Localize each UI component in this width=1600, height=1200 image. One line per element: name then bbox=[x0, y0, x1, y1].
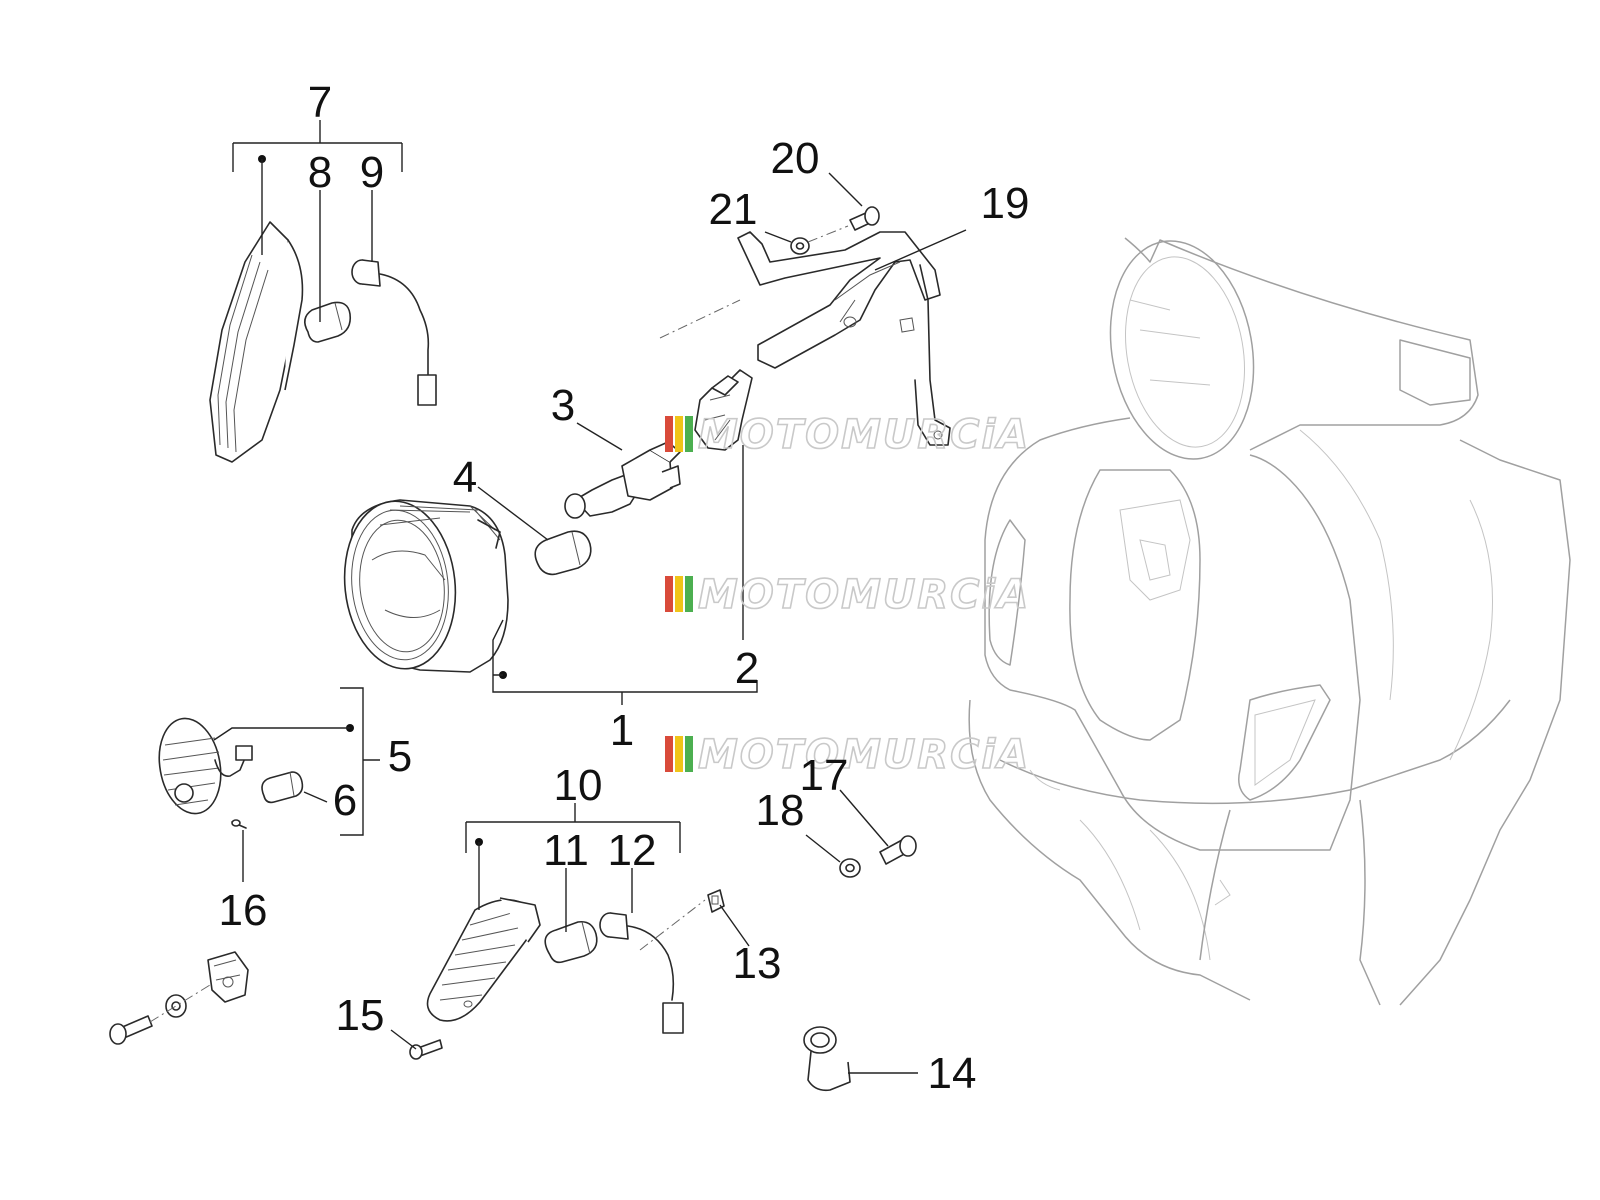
bulb-6 bbox=[261, 771, 304, 804]
turn-signal-lens-10 bbox=[426, 897, 541, 1022]
watermark-bottom: MOTOMURCiA bbox=[665, 731, 1030, 779]
screw-20 bbox=[849, 206, 880, 231]
callout-19: 19 bbox=[981, 179, 1030, 228]
callout-7: 7 bbox=[308, 78, 332, 127]
washer-21 bbox=[790, 237, 810, 255]
callout-10: 10 bbox=[554, 761, 603, 810]
watermark-middle: MOTOMURCiA bbox=[665, 571, 1030, 619]
bulb-8 bbox=[304, 301, 352, 343]
callout-15: 15 bbox=[336, 991, 385, 1040]
parking-bulb-4 bbox=[534, 530, 592, 576]
halogen-bulb-3 bbox=[564, 441, 681, 519]
reflector-5 bbox=[158, 717, 253, 815]
clip-nut-13 bbox=[707, 889, 725, 913]
callout-3: 3 bbox=[551, 381, 575, 430]
watermark-text: MOTOMURCiA bbox=[698, 572, 1030, 618]
tail-light-lens bbox=[209, 221, 304, 463]
watermark-text: MOTOMURCiA bbox=[698, 732, 1030, 778]
washer-lower-left bbox=[165, 994, 187, 1018]
screw-16 bbox=[231, 819, 247, 829]
watermark-top: MOTOMURCiA bbox=[665, 411, 1030, 459]
callout-21: 21 bbox=[709, 185, 758, 234]
callout-17: 17 bbox=[800, 751, 849, 800]
screw-17 bbox=[879, 835, 917, 865]
bulb-holder-12 bbox=[599, 912, 684, 1034]
callout-20: 20 bbox=[771, 134, 820, 183]
scooter-front-outline bbox=[968, 237, 1571, 1006]
callout-2: 2 bbox=[735, 644, 759, 693]
washer-18 bbox=[839, 858, 861, 878]
callout-1: 1 bbox=[610, 706, 634, 755]
callout-12: 12 bbox=[608, 826, 657, 875]
callout-13: 13 bbox=[733, 939, 782, 988]
callout-4: 4 bbox=[453, 453, 477, 502]
bulb-socket-2 bbox=[694, 369, 753, 451]
callout-14: 14 bbox=[928, 1049, 977, 1098]
screw-lower-left bbox=[109, 1015, 153, 1045]
watermark-text: MOTOMURCiA bbox=[698, 412, 1030, 458]
callout-5: 5 bbox=[388, 732, 412, 781]
leader-lines bbox=[213, 120, 967, 1074]
callout-11: 11 bbox=[543, 826, 589, 875]
callout-16: 16 bbox=[219, 886, 268, 935]
grommet-14 bbox=[803, 1026, 851, 1092]
headlight-bracket-19 bbox=[737, 231, 951, 446]
callout-9: 9 bbox=[360, 148, 384, 197]
callout-18: 18 bbox=[756, 786, 805, 835]
callout-8: 8 bbox=[308, 148, 332, 197]
bulb-holder-9 bbox=[351, 259, 437, 406]
callout-6: 6 bbox=[333, 776, 357, 825]
headlight-1 bbox=[343, 499, 509, 673]
mount-bracket-lower-left bbox=[207, 951, 249, 1003]
bulb-11 bbox=[544, 920, 598, 964]
screw-15 bbox=[409, 1039, 443, 1060]
callout-numbers: 7 8 9 20 21 19 3 4 2 1 5 6 16 10 11 12 1… bbox=[219, 78, 1030, 1098]
